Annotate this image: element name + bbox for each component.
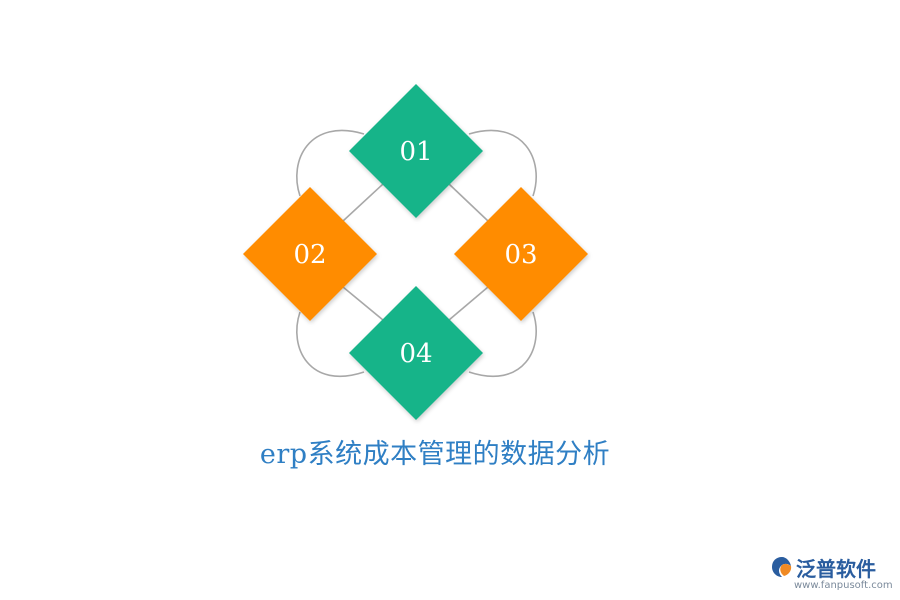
diamond-01: 01 <box>349 84 483 218</box>
brand-logo: 泛普软件 www.fanpusoft.com <box>770 553 894 597</box>
brand-url: www.fanpusoft.com <box>794 580 893 591</box>
diagram-canvas: 01 02 03 04 <box>243 84 588 420</box>
connector-inner-top-right <box>448 183 489 222</box>
diamond-01-shape <box>349 84 483 218</box>
connector-outer-top-left <box>296 129 365 197</box>
connector-inner-bottom-right <box>448 286 489 321</box>
diamond-03-label: 03 <box>504 240 537 270</box>
diamond-03-shape <box>454 187 588 321</box>
diamond-01-label: 01 <box>399 137 432 167</box>
diamond-02-label: 02 <box>293 240 326 270</box>
diamond-04-shape <box>349 286 483 420</box>
diamond-03: 03 <box>454 187 588 321</box>
diamond-02: 02 <box>243 187 377 321</box>
diamond-04: 04 <box>349 286 483 420</box>
connector-inner-bottom-left <box>342 286 384 321</box>
connector-outer-bottom-left <box>296 311 365 378</box>
connector-outer-bottom-right <box>468 311 537 378</box>
brand-logo-icon <box>772 557 792 577</box>
diamond-04-label: 04 <box>399 339 432 369</box>
connector-inner-top-left <box>342 183 384 222</box>
diamond-02-shape <box>243 187 377 321</box>
diagram-title: erp系统成本管理的数据分析 <box>259 439 611 470</box>
ring-connectors <box>296 129 537 378</box>
brand-name: 泛普软件 <box>796 557 876 581</box>
connector-outer-top-right <box>468 129 537 197</box>
